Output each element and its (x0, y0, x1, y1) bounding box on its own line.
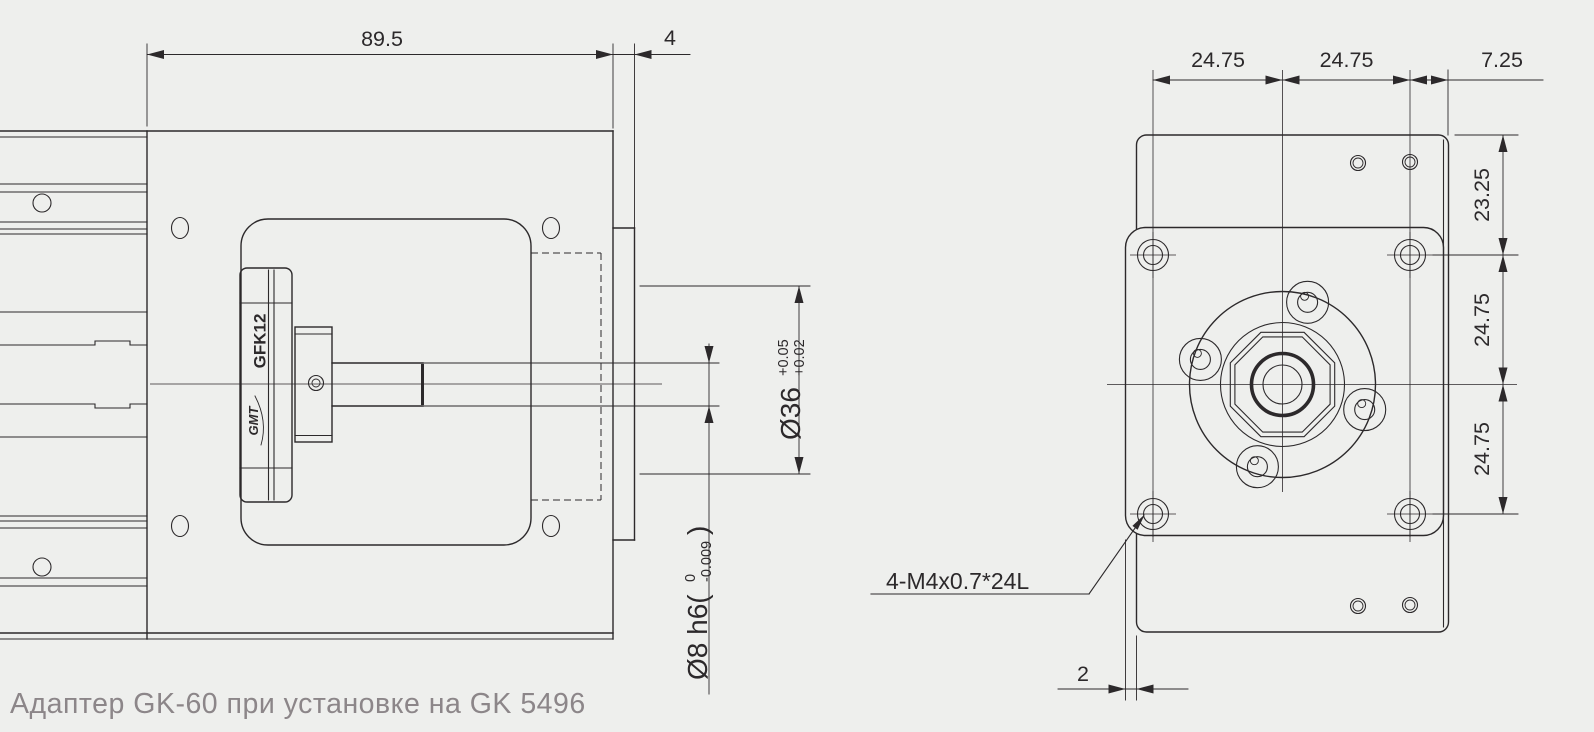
adapter-plate-front (1124, 226, 1445, 537)
mounting-hole (1130, 232, 1176, 278)
dim-4: 4 (664, 26, 676, 50)
dim-d36-main: Ø36 (775, 387, 806, 440)
motor-body-outline (240, 218, 532, 546)
brand-logo: GMT (246, 395, 264, 446)
thread-callout: 4-M4x0.7*24L (870, 514, 1145, 595)
dimension-side-spans: 23.25 24.75 24.75 (1432, 134, 1519, 515)
coupling: GFK12 GMT (239, 267, 424, 503)
svg-text:GFK12: GFK12 (251, 314, 270, 369)
dimension-bottom-offset: 2 (1057, 539, 1189, 701)
set-screw (307, 374, 325, 392)
hidden-bore (531, 252, 602, 501)
small-holes (1349, 153, 1419, 615)
dim-7-25: 7.25 (1481, 48, 1523, 72)
mounting-hole (1130, 491, 1176, 537)
mounting-hole (1387, 232, 1433, 278)
thread-note-text: 4-M4x0.7*24L (886, 568, 1029, 594)
dim-24-75-b: 24.75 (1320, 48, 1374, 72)
dimension-bore-d36: Ø36 +0.05 +0.02 (639, 285, 811, 475)
flange-screw (1343, 388, 1387, 432)
output-shaft (331, 362, 424, 407)
dim-23-25: 23.25 (1470, 168, 1494, 222)
dim-24-75-d: 24.75 (1470, 422, 1494, 476)
svg-text:GMT: GMT (246, 406, 261, 436)
dim-24-75-a: 24.75 (1191, 48, 1245, 72)
dim-24-75-c: 24.75 (1470, 293, 1494, 347)
front-view (1107, 70, 1517, 633)
dim-2: 2 (1077, 662, 1089, 686)
drawing-caption: Адаптер GK-60 при установке на GK 5496 (10, 688, 586, 720)
mounting-holes (1130, 232, 1433, 537)
plate-hole (170, 216, 190, 240)
plate-hole (170, 514, 190, 538)
flange-screw (1286, 280, 1330, 324)
coupling-label: GFK12 (251, 314, 270, 369)
center-boss (1178, 280, 1387, 489)
svg-text:0: 0 (683, 574, 699, 582)
svg-text:-0.009: -0.009 (699, 541, 715, 582)
flange-screw (1178, 337, 1222, 381)
mounting-hole (1387, 491, 1433, 537)
dim-d8-main: Ø8 h6( (682, 594, 713, 680)
dimension-top-spans: 24.75 24.75 7.25 (1152, 48, 1544, 136)
shaft-front (1262, 364, 1303, 405)
svg-text:): ) (682, 526, 713, 535)
dim-89-5: 89.5 (361, 27, 403, 51)
svg-text:+0.02: +0.02 (792, 339, 808, 376)
svg-text:+0.05: +0.05 (776, 339, 792, 376)
adapter-plate-side (170, 130, 614, 640)
rail-hole-top (32, 193, 52, 213)
dimension-overall-width: 89.5 4 (146, 26, 691, 229)
dimension-shaft-d8: Ø8 h6( 0 -0.009 ) (422, 343, 720, 695)
shaft-bore-bold (1249, 351, 1316, 418)
coupling-hub (294, 326, 333, 443)
rail-hole-bottom (32, 557, 52, 577)
plate-hole (541, 514, 561, 538)
side-view: GFK12 GMT (0, 130, 662, 640)
flange-screw (1235, 445, 1279, 489)
stage-rail (0, 130, 614, 640)
plate-hole (541, 216, 561, 240)
